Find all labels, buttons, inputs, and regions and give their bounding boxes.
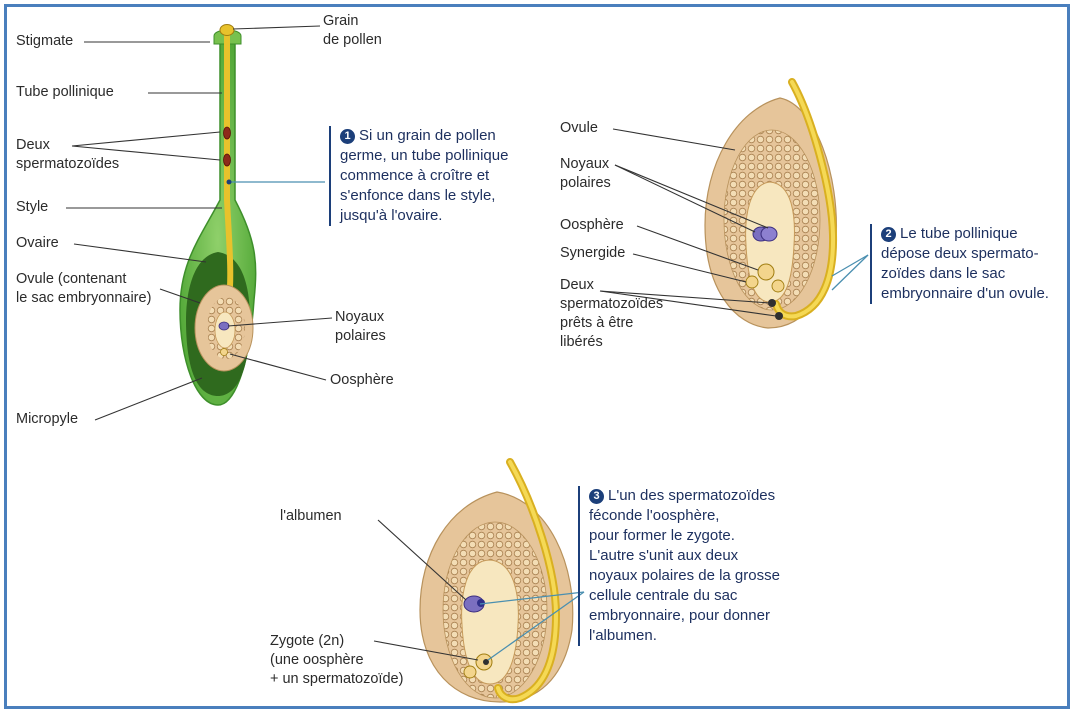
step-1-line-1: Si un grain de pollen — [359, 127, 496, 144]
step-2-number: 2 — [881, 227, 896, 242]
step-3-line-5: noyaux polaires de la grosse — [589, 566, 780, 586]
label-oosphere: Oosphère — [330, 371, 394, 390]
step-1-caption: 1 Si un grain de pollen germe, un tube po… — [329, 126, 508, 226]
pollen-grain — [220, 25, 234, 36]
ovule-figure-2 — [705, 82, 836, 328]
label-grain-line1: Grain — [323, 12, 358, 31]
step-3-line-4: L'autre s'unit aux deux — [589, 546, 780, 566]
label-style: Style — [16, 198, 48, 217]
step1-pointer-dot — [227, 180, 232, 185]
step-1-line-2: germe, un tube pollinique — [340, 146, 508, 166]
label-synergide: Synergide — [560, 244, 625, 263]
polar-nuclei-2b — [761, 227, 777, 241]
sperm-cell-b — [224, 154, 231, 166]
step-2-line-3: zoïdes dans le sac — [881, 264, 1049, 284]
step-3-line-3: pour former le zygote. — [589, 526, 780, 546]
label-deux-line2: spermatozoïdes — [16, 155, 119, 174]
label-tube-pollinique: Tube pollinique — [16, 83, 114, 102]
label-noyaux2-line2: polaires — [560, 174, 611, 193]
step-3-line-6: cellule centrale du sac — [589, 586, 780, 606]
step-3-caption: 3 L'un des spermatozoïdes féconde l'oosph… — [578, 486, 780, 646]
step-2-line-1: Le tube pollinique — [900, 225, 1018, 242]
step-2-line-2: dépose deux spermato- — [881, 244, 1049, 264]
label-deux-line1: Deux — [16, 136, 50, 155]
step-3-line-7: embryonnaire, pour donner — [589, 606, 780, 626]
step-1-number: 1 — [340, 129, 355, 144]
ovule-figure-3 — [420, 462, 573, 702]
synergid-2 — [746, 276, 758, 288]
sperm-cell-a — [224, 127, 231, 139]
label-deux2-line3: prêts à être — [560, 314, 633, 333]
step-3-line-2: féconde l'oosphère, — [589, 506, 780, 526]
label-stigmate: Stigmate — [16, 32, 73, 51]
label-oosphere2: Oosphère — [560, 216, 624, 235]
label-micropyle: Micropyle — [16, 410, 78, 429]
label-zygote-line3: + un spermatozoïde) — [270, 670, 403, 689]
step-1-line-5: jusqu'à l'ovaire. — [340, 206, 508, 226]
label-noyaux-line1: Noyaux — [335, 308, 384, 327]
label-ovule-contenant-line1: Ovule (contenant — [16, 270, 126, 289]
step-2-caption: 2 Le tube pollinique dépose deux spermato… — [870, 224, 1049, 304]
label-deux2-line2: spermatozoïdes — [560, 295, 663, 314]
synergid-3 — [464, 666, 476, 678]
label-zygote-line2: (une oosphère — [270, 651, 364, 670]
label-deux2-line4: libérés — [560, 333, 603, 352]
label-albumen: l'albumen — [280, 507, 342, 526]
step-3-line-1: L'un des spermatozoïdes — [608, 487, 775, 504]
label-noyaux-line2: polaires — [335, 327, 386, 346]
label-noyaux2-line1: Noyaux — [560, 155, 609, 174]
egg-cell-2 — [758, 264, 774, 280]
step-1-line-3: commence à croître et — [340, 166, 508, 186]
label-grain-line2: de pollen — [323, 31, 382, 50]
pistil-figure — [180, 25, 256, 406]
step-3-number: 3 — [589, 489, 604, 504]
step-2-line-4: embryonnaire d'un ovule. — [881, 284, 1049, 304]
label-deux2-line1: Deux — [560, 276, 594, 295]
polar-nuclei-small — [219, 322, 229, 330]
step-3-line-8: l'albumen. — [589, 626, 780, 646]
sperm-2b — [775, 312, 783, 320]
label-ovule: Ovule — [560, 119, 598, 138]
synergid-2b — [772, 280, 784, 292]
label-ovaire: Ovaire — [16, 234, 59, 253]
label-ovule-contenant-line2: le sac embryonnaire) — [16, 289, 151, 308]
step-1-line-4: s'enfonce dans le style, — [340, 186, 508, 206]
label-zygote-line1: Zygote (2n) — [270, 632, 344, 651]
